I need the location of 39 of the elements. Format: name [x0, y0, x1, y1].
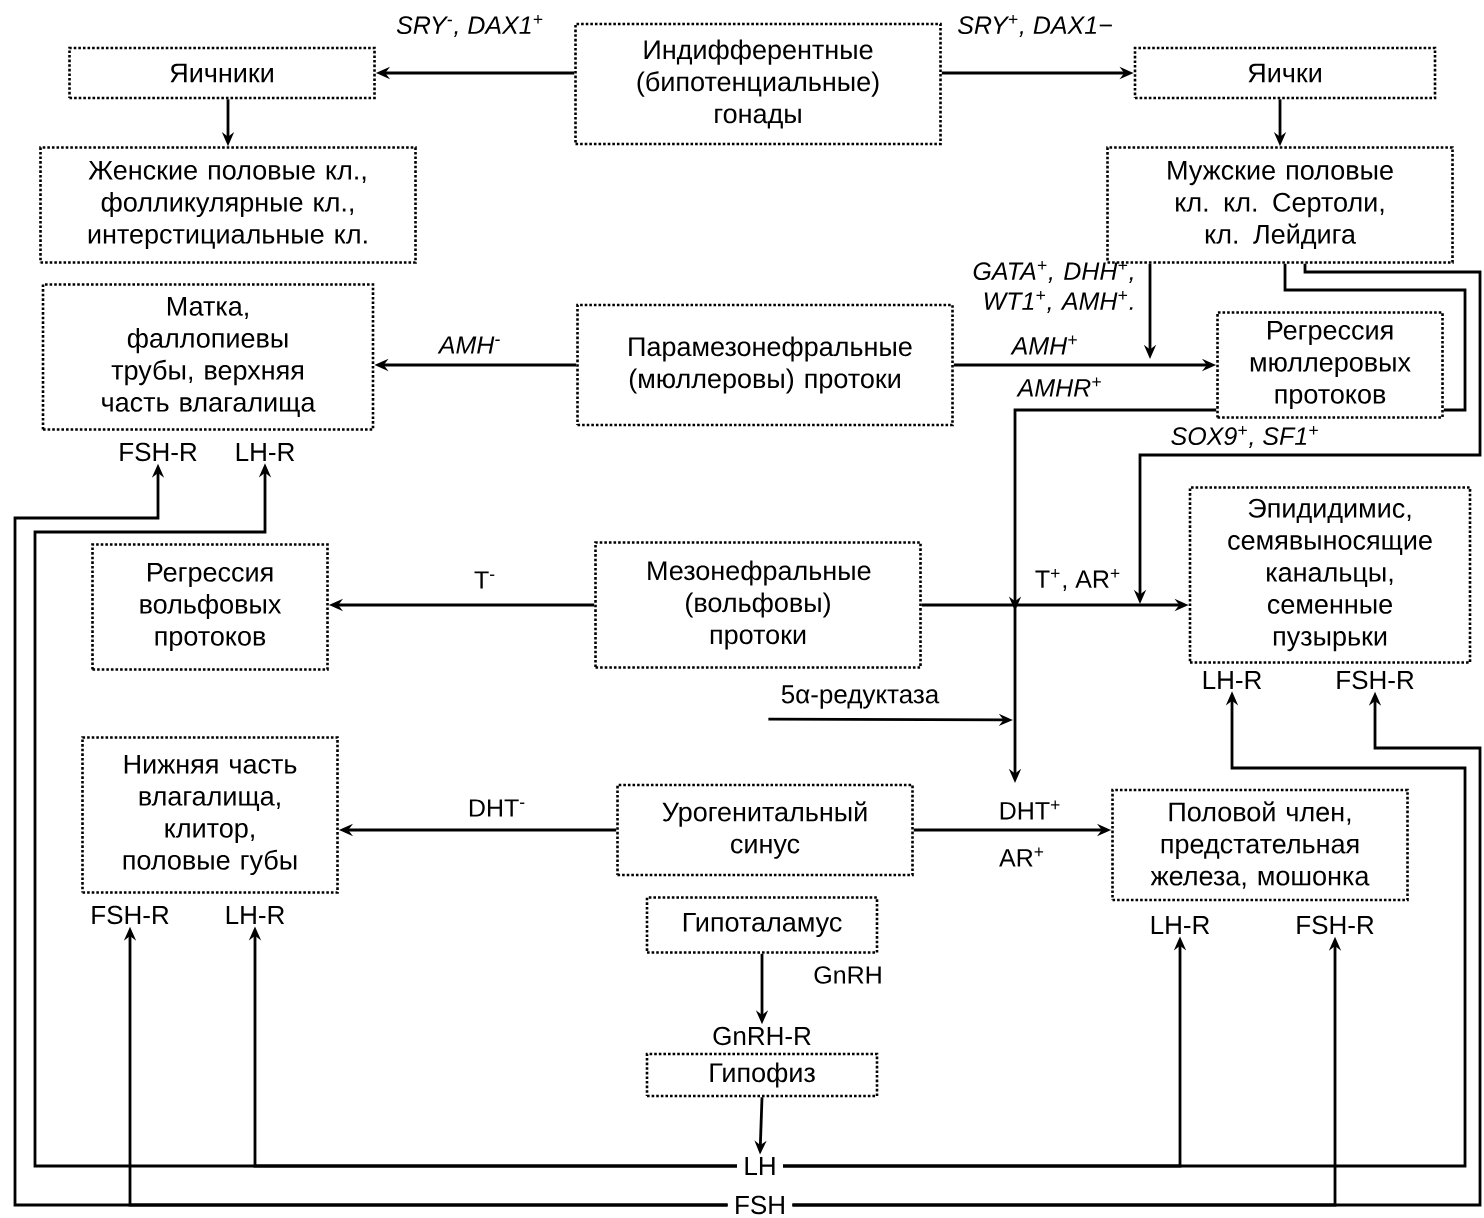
receptor-label: LH-R [1151, 916, 1210, 934]
edge-label: SRY$^{+}$, DAX1− [955, 13, 1115, 39]
enzyme-label: 5α-редуктаза [781, 685, 940, 709]
edge-label: SOX9$^{+}$, SF1$^{+}$ [1168, 424, 1322, 450]
hormone-label: LH [737, 1155, 783, 1177]
gene-label: AMHR$^{+}$ [1015, 375, 1105, 399]
process-box: Урогенитальный синус [616, 783, 914, 877]
hormone-label: FSH [728, 1193, 792, 1217]
process-box: Гипофиз [645, 1052, 879, 1098]
process-box: Нижняя часть влагалища, клитор, половые губы [81, 736, 339, 894]
receptor-label: LH-R [1203, 671, 1262, 689]
edge-label: AMH$^{+}$ [1009, 333, 1081, 357]
edge-label: DHT$^{+}$ [996, 798, 1064, 822]
process-box: Парамезонефральные (мюллеровы) протоки [576, 303, 954, 427]
edge-label: DHT$^{-}$ [465, 797, 529, 819]
process-box: Регрессия мюллеровых протоков [1216, 311, 1444, 419]
receptor-label: GnRH-R [713, 1026, 811, 1046]
receptor-label: FSH-R [1297, 915, 1374, 935]
receptor-label: FSH-R [92, 905, 169, 925]
process-box: Яички [1133, 46, 1437, 100]
gene-label: AR$^{+}$ [997, 845, 1047, 869]
edge-label: T$^{+}$, AR$^{+}$ [1032, 567, 1124, 593]
edge-label: GnRH [811, 964, 885, 986]
process-box: Мезонефральные (вольфовы) протоки [594, 541, 922, 669]
process-box: Матка, фаллопиевы трубы, верхняя часть влагалища [41, 283, 375, 431]
process-box: Яичники [68, 46, 376, 100]
edge-label: AMH$^{-}$ [436, 334, 504, 356]
process-box: Регрессия вольфовых протоков [91, 543, 329, 671]
process-box: Индифферентные (бипотенциальные) гонады [574, 22, 942, 146]
process-box: Гипоталамус [645, 896, 879, 954]
receptor-label: FSH-R [1337, 670, 1414, 690]
process-box: Женские половые кл., фолликулярные кл., интерстициальные кл. [39, 146, 417, 264]
process-box: Эпидидимис, семявыносящие канальцы, семенные пузырьки [1188, 486, 1472, 664]
receptor-label: LH-R [226, 906, 285, 924]
edge-label: SRY$^{-}$, DAX1$^{+}$ [394, 13, 546, 39]
edge-label: T$^{-}$ [471, 569, 499, 591]
process-box: Половой член, предстательная железа, мошонка [1111, 788, 1409, 902]
receptor-label: FSH-R [120, 442, 197, 462]
receptor-label: LH-R [236, 443, 295, 461]
